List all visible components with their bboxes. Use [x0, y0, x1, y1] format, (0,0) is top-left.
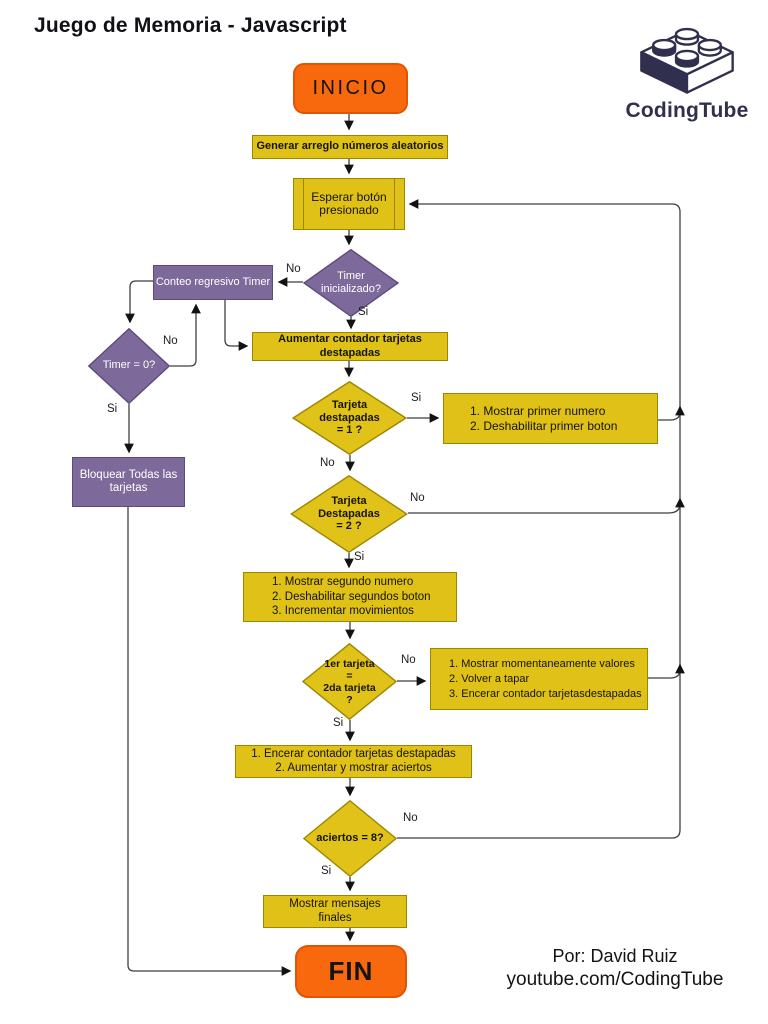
edge-label-timer0-si: Si — [107, 403, 118, 415]
diamond-shape — [302, 643, 397, 720]
edge-label-timer-si: Si — [358, 306, 369, 318]
footer-credits: Por: David Ruiz youtube.com/CodingTube — [470, 944, 760, 992]
node-mostrar-mensajes: Mostrar mensajes finales — [263, 895, 407, 928]
decision-label: 1er tarjeta = 2da tarjeta ? — [323, 657, 376, 706]
edge-label-timer0-no: No — [163, 335, 178, 347]
decision-tarjeta-1: Tarjeta destapadas = 1 ? — [292, 381, 407, 455]
diamond-shape — [292, 381, 407, 455]
edge-label-t2-no: No — [410, 492, 425, 504]
node-mostrar-segundo: 1. Mostrar segundo numero 2. Deshabilita… — [243, 572, 457, 622]
node-inicio: INICIO — [293, 63, 408, 114]
edge-label-t1-no: No — [320, 457, 335, 469]
codingtube-logo: CodingTube — [612, 14, 762, 123]
youtube-channel: youtube.com/CodingTube — [506, 969, 724, 990]
node-esperar-boton: Esperar botón presionado — [293, 178, 405, 230]
edge-label-timer-no: No — [286, 263, 301, 275]
author-credit: Por: David Ruiz — [552, 946, 678, 966]
edge-label-cmp-no: No — [401, 654, 416, 666]
decision-label: aciertos = 8? — [316, 831, 384, 844]
node-encerar-contador: 1. Encerar contador tarjetas destapadas … — [235, 745, 472, 778]
node-fin: FIN — [295, 945, 407, 998]
edge-label-t2-si: Si — [354, 551, 365, 563]
decision-timer-inicializado: Timer inicializado? — [303, 249, 399, 317]
node-conteo-regresivo: Conteo regresivo Timer — [153, 265, 273, 300]
page-title: Juego de Memoria - Javascript — [34, 14, 347, 37]
lego-brick-icon — [640, 27, 734, 94]
decision-label: Timer = 0? — [102, 359, 156, 372]
decision-aciertos: aciertos = 8? — [303, 800, 397, 877]
decision-comparar-tarjetas: 1er tarjeta = 2da tarjeta ? — [302, 643, 397, 720]
node-generar-arreglo: Generar arreglo números aleatorios — [252, 135, 448, 159]
diamond-shape — [88, 328, 170, 404]
diamond-shape — [303, 249, 399, 317]
node-mostrar-primer: 1. Mostrar primer numero 2. Deshabilitar… — [443, 393, 658, 444]
decision-label: Timer inicializado? — [321, 269, 381, 296]
edge-label-ac-si: Si — [321, 865, 332, 877]
node-aumentar-contador: Aumentar contador tarjetas destapadas — [252, 332, 448, 361]
decision-label: Tarjeta destapadas = 1 ? — [319, 399, 380, 437]
edge-label-ac-no: No — [403, 812, 418, 824]
decision-label: Tarjeta Destapadas = 2 ? — [318, 495, 380, 533]
node-no-coinciden: 1. Mostrar momentaneamente valores 2. Vo… — [430, 648, 648, 710]
edge-label-cmp-si: Si — [333, 717, 344, 729]
diamond-shape — [303, 800, 397, 877]
decision-timer-cero: Timer = 0? — [88, 328, 170, 404]
diamond-shape — [290, 475, 408, 553]
node-bloquear-tarjetas: Bloquear Todas las tarjetas — [72, 457, 185, 507]
logo-wordmark: CodingTube — [625, 99, 749, 122]
edge-label-t1-si: Si — [411, 392, 422, 404]
decision-tarjeta-2: Tarjeta Destapadas = 2 ? — [290, 475, 408, 553]
